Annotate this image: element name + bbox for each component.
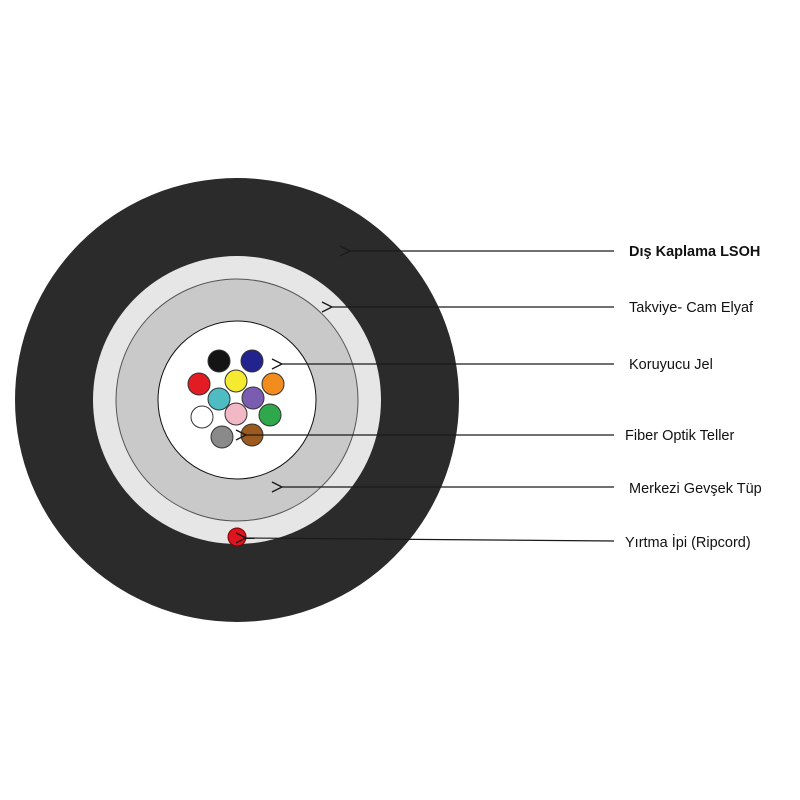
fiber-strand-6 — [261, 372, 285, 396]
ripcord-dot — [227, 527, 247, 547]
fiber-strand-2 — [240, 349, 264, 373]
label-protective-gel: Koruyucu Jel — [629, 357, 713, 373]
fiber-strand-1 — [207, 349, 231, 373]
label-outer-jacket: Dış Kaplama LSOH — [629, 244, 760, 260]
label-strength-member: Takviye- Cam Elyaf — [629, 300, 754, 316]
fiber-strand-4 — [224, 369, 248, 393]
label-ripcord: Yırtma İpi (Ripcord) — [625, 533, 751, 551]
label-central-loose-tube: Merkezi Gevşek Tüp — [629, 481, 762, 497]
fiber-strand-7 — [207, 387, 231, 411]
fiber-strand-10 — [258, 403, 282, 427]
leader-ripcord — [246, 538, 615, 541]
fiber-strand-3 — [187, 372, 211, 396]
fiber-strands-group — [187, 349, 285, 449]
fiber-strand-8 — [224, 402, 248, 426]
fiber-strand-11 — [210, 425, 234, 449]
fiber-strand-9 — [190, 405, 214, 429]
callout-leaders — [246, 251, 615, 541]
fiber-strand-5 — [241, 386, 265, 410]
protective-gel-core — [157, 320, 317, 480]
label-fiber-strands: Fiber Optik Teller — [625, 428, 734, 444]
